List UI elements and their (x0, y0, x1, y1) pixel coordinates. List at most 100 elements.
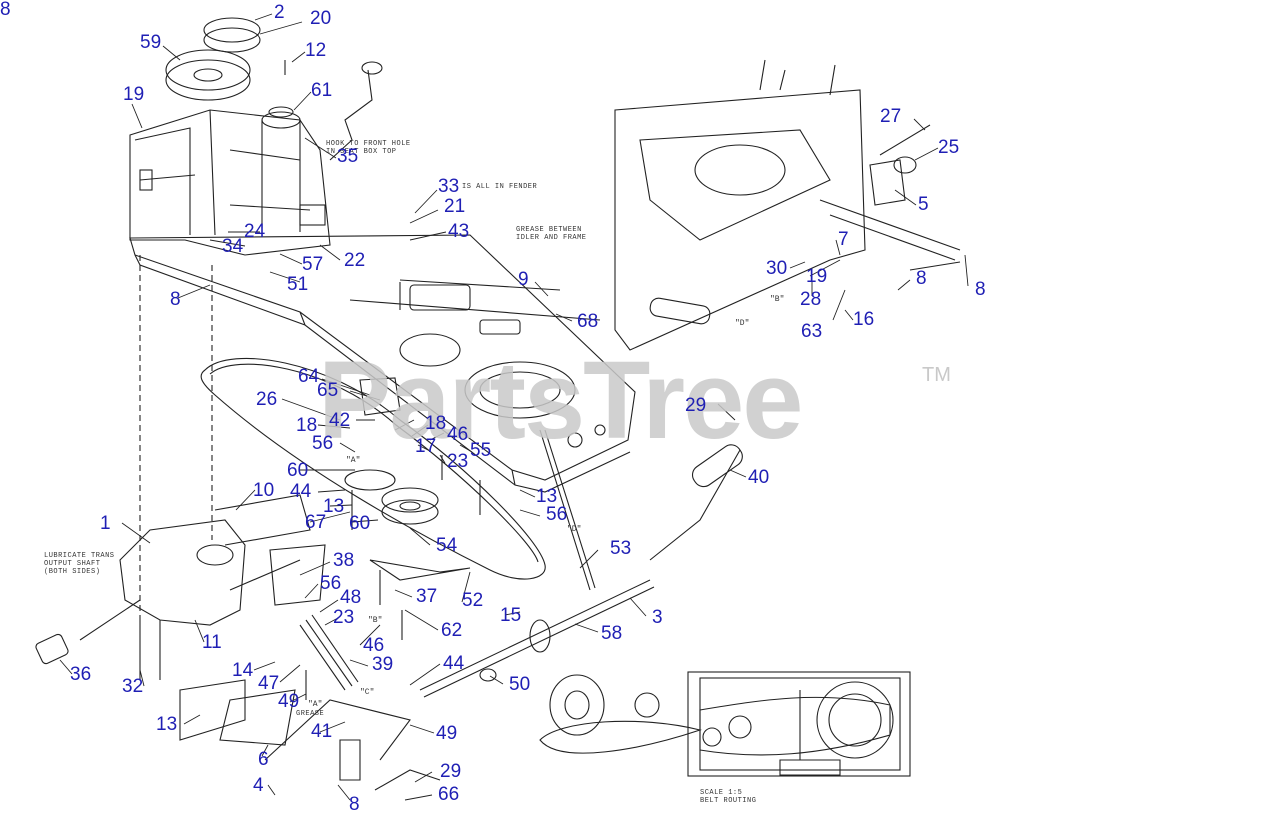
callout-49: 49 (278, 691, 300, 712)
callout-8: 8 (916, 268, 927, 289)
callout-56: 56 (312, 433, 334, 454)
callout-63: 63 (801, 321, 823, 342)
callout-65: 65 (317, 380, 339, 401)
frame-drawing (35, 17, 961, 791)
callout-48: 48 (340, 587, 362, 608)
callout-13: 13 (156, 714, 178, 735)
callout-3: 3 (652, 607, 663, 628)
callout-43: 43 (448, 221, 470, 242)
note-lubricate: LUBRICATE TRANS OUTPUT SHAFT (BOTH SIDES… (44, 552, 115, 576)
callout-59: 59 (140, 32, 162, 53)
callout-26: 26 (256, 389, 278, 410)
callout-44: 44 (290, 481, 312, 502)
note-hook: HOOK TO FRONT HOLE IN SEAT BOX TOP (326, 140, 411, 156)
callout-8: 8 (349, 794, 360, 815)
ref-letter-d: "D" (567, 525, 581, 534)
callout-35: 35 (337, 146, 359, 167)
note-grease: GREASE (296, 710, 325, 718)
callout-27: 27 (880, 106, 902, 127)
callout-66: 66 (438, 784, 460, 805)
ref-letter-b-inset: "B" (770, 295, 784, 304)
callout-53: 53 (610, 538, 632, 559)
trademark-mark: TM (922, 364, 951, 386)
callout-30: 30 (766, 258, 788, 279)
callout-37: 37 (416, 586, 438, 607)
callout-22: 22 (344, 250, 366, 271)
callout-8: 8 (170, 289, 181, 310)
callout-29: 29 (685, 395, 707, 416)
callout-4: 4 (253, 775, 264, 796)
ref-letter-a: "A" (346, 456, 360, 465)
callout-21: 21 (444, 196, 466, 217)
callout-38: 38 (333, 550, 355, 571)
leader-lines (59, 13, 969, 801)
callout-44: 44 (443, 653, 465, 674)
callout-8: 8 (0, 0, 11, 20)
callout-11: 11 (202, 632, 222, 653)
callout-6: 6 (258, 749, 269, 770)
callout-7: 7 (838, 229, 849, 250)
callout-13: 13 (536, 486, 558, 507)
callout-12: 12 (305, 40, 327, 61)
callout-8: 8 (975, 279, 986, 300)
callout-18: 18 (296, 415, 318, 436)
callout-5: 5 (918, 194, 929, 215)
callout-19: 19 (806, 266, 828, 287)
callout-15: 15 (500, 605, 522, 626)
callout-39: 39 (372, 654, 394, 675)
ref-letter-c: "C" (360, 688, 374, 697)
callout-17: 17 (415, 436, 437, 457)
callout-55: 55 (470, 440, 492, 461)
callout-40: 40 (748, 467, 770, 488)
callout-28: 28 (800, 289, 822, 310)
callout-23: 23 (333, 607, 355, 628)
callout-18: 18 (425, 413, 447, 434)
callout-25: 25 (938, 137, 960, 158)
ref-letter-d-inset: "D" (735, 319, 749, 328)
callout-52: 52 (462, 590, 484, 611)
callout-46: 46 (447, 424, 469, 445)
callout-36: 36 (70, 664, 92, 685)
note-grease-between: GREASE BETWEEN IDLER AND FRAME (516, 226, 587, 242)
callout-32: 32 (122, 676, 144, 697)
callout-24: 24 (244, 221, 266, 242)
callout-16: 16 (853, 309, 875, 330)
callout-57: 57 (302, 254, 324, 275)
callout-54: 54 (436, 535, 458, 556)
callout-33: 33 (438, 176, 460, 197)
callout-51: 51 (287, 274, 309, 295)
ref-letter-a-lower: "A" (308, 700, 322, 709)
callout-42: 42 (329, 410, 351, 431)
callout-64: 64 (298, 366, 320, 387)
watermark-text: PartsTree (318, 339, 803, 462)
callout-29: 29 (440, 761, 462, 782)
callout-41: 41 (311, 721, 333, 742)
callout-1: 1 (100, 513, 111, 534)
callout-67: 67 (305, 512, 327, 533)
ref-letter-b: "B" (368, 616, 382, 625)
callout-9: 9 (518, 269, 529, 290)
reference-letters: "A" "B" "C" "D" "A" "B" "D" (308, 295, 784, 709)
callout-61: 61 (311, 80, 333, 101)
callout-23: 23 (447, 451, 469, 472)
callout-56: 56 (320, 573, 342, 594)
callout-46: 46 (363, 635, 385, 656)
callout-49: 49 (436, 723, 458, 744)
callout-2: 2 (274, 2, 285, 23)
callout-60: 60 (349, 513, 371, 534)
callout-47: 47 (258, 673, 280, 694)
callout-62: 62 (441, 620, 463, 641)
note-idler: IS ALL IN FENDER (462, 183, 538, 191)
callout-68: 68 (577, 311, 599, 332)
callout-14: 14 (232, 660, 254, 681)
callout-50: 50 (509, 674, 531, 695)
callout-56: 56 (546, 504, 568, 525)
callout-34: 34 (222, 236, 244, 257)
callout-20: 20 (310, 8, 332, 29)
callout-58: 58 (601, 623, 623, 644)
callout-60: 60 (287, 460, 309, 481)
callout-19: 19 (123, 84, 145, 105)
note-scale: SCALE 1:5 BELT ROUTING (700, 789, 757, 805)
callout-13: 13 (323, 496, 345, 517)
